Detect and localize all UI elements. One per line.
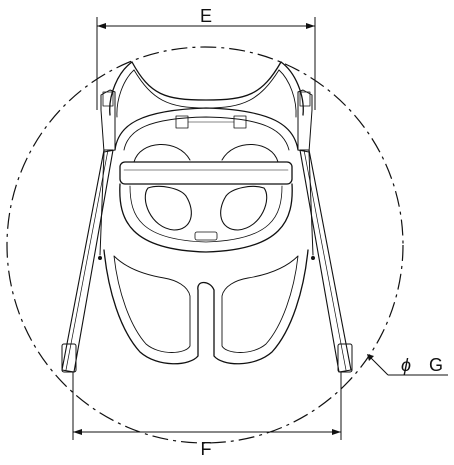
label-phi: ϕ <box>401 355 411 375</box>
dimension-f: F <box>72 372 342 459</box>
label-f: F <box>201 439 212 459</box>
dimension-g-leader: ϕ G <box>367 354 448 376</box>
dimension-e: E <box>96 6 316 110</box>
handlebar <box>119 161 293 185</box>
lower-shell <box>103 249 309 365</box>
label-e: E <box>200 6 212 26</box>
top-frame <box>131 61 282 101</box>
diameter-circle <box>6 46 404 444</box>
right-leg-opening <box>220 185 268 231</box>
label-g: G <box>429 355 443 375</box>
right-leg <box>299 149 352 373</box>
stroller-top-view <box>61 61 353 373</box>
left-leg-opening <box>144 185 192 231</box>
seat-body <box>119 183 293 253</box>
brand-badge <box>194 231 218 241</box>
